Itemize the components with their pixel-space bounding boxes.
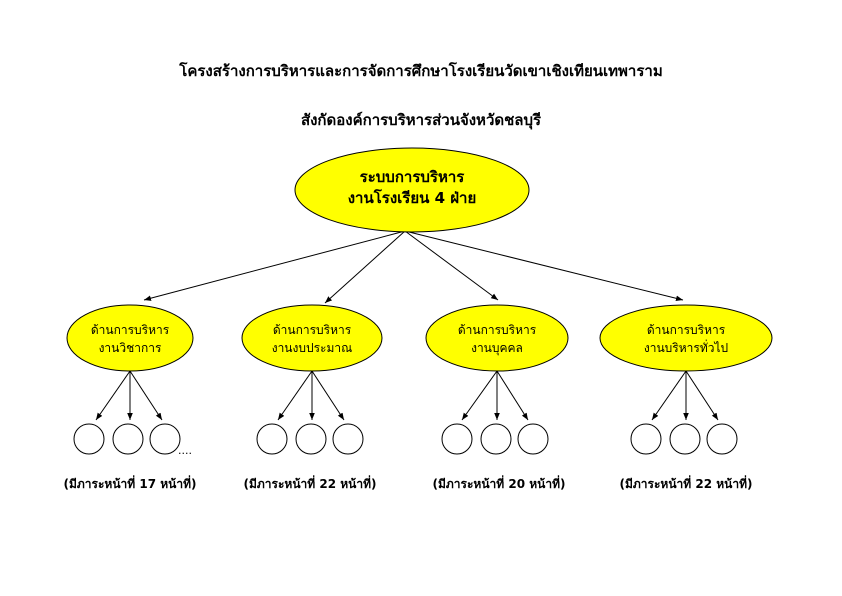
department-node-personnel: ด้านการบริหาร งานบุคคล (มีภาระหน้าที่ 20… [425, 304, 569, 491]
duty-circle [256, 423, 288, 455]
connector-sub [496, 370, 529, 421]
duty-circle [517, 423, 549, 455]
department-label-line-1: ด้านการบริหาร [273, 323, 352, 337]
connector-root-dept-1 [143, 230, 406, 301]
department-label-line-2: งานงบประมาณ [272, 341, 353, 355]
department-ellipse [425, 304, 569, 372]
department-label-line-2: งานวิชาการ [99, 341, 162, 355]
department-label-line-2: งานบุคคล [471, 341, 523, 356]
duty-circle [480, 423, 512, 455]
department-label-line-1: ด้านการบริหาร [458, 323, 537, 337]
duty-circle [669, 423, 701, 455]
duty-circle [630, 423, 662, 455]
connector-root-dept-4 [404, 230, 684, 302]
duty-circle [112, 423, 144, 455]
root-label-line-1: ระบบการบริหาร [360, 168, 466, 186]
connector-root-dept-3 [404, 230, 499, 301]
root-label-line-2: งานโรงเรียน 4 ฝ่าย [348, 188, 477, 207]
duty-circle [73, 423, 105, 455]
duty-circle [295, 423, 327, 455]
duty-circle [441, 423, 473, 455]
connector-sub [277, 370, 313, 421]
department-label-line-1: ด้านการบริหาร [647, 323, 726, 337]
department-node-academic: ด้านการบริหาร งานวิชาการ .... (มีภาระหน้… [64, 304, 197, 491]
duty-count-label: (มีภาระหน้าที่ 22 หน้าที่) [244, 475, 377, 491]
duty-circle [706, 423, 738, 455]
connector-sub [95, 370, 131, 421]
root-connectors [143, 230, 684, 304]
duty-circle [332, 423, 364, 455]
department-ellipse [66, 304, 194, 372]
duty-ellipsis: .... [178, 444, 192, 457]
connector-sub [129, 370, 163, 421]
department-node-general-admin: ด้านการบริหาร งานบริหารทั่วไป (มีภาระหน้… [599, 304, 773, 491]
title-line-1: โครงสร้างการบริหารและการจัดการศึกษาโรงเร… [179, 62, 663, 80]
connector-root-dept-2 [324, 230, 406, 304]
title-line-2: สังกัดองค์การบริหารส่วนจังหวัดชลบุรี [300, 111, 542, 129]
connector-sub [685, 370, 719, 421]
connector-sub [651, 370, 687, 421]
duty-circle [149, 423, 181, 455]
connector-sub [311, 370, 345, 421]
duty-count-label: (มีภาระหน้าที่ 22 หน้าที่) [620, 475, 753, 491]
root-ellipse [294, 147, 530, 233]
duty-count-label: (มีภาระหน้าที่ 20 หน้าที่) [433, 475, 566, 491]
department-node-budget: ด้านการบริหาร งานงบประมาณ (มีภาระหน้าที่… [241, 304, 383, 491]
department-label-line-1: ด้านการบริหาร [91, 323, 170, 337]
connector-sub [461, 370, 498, 421]
root-node: ระบบการบริหาร งานโรงเรียน 4 ฝ่าย [294, 147, 530, 233]
duty-count-label: (มีภาระหน้าที่ 17 หน้าที่) [64, 475, 197, 491]
department-ellipse [599, 304, 773, 372]
department-ellipse [241, 304, 383, 372]
department-label-line-2: งานบริหารทั่วไป [644, 339, 728, 355]
